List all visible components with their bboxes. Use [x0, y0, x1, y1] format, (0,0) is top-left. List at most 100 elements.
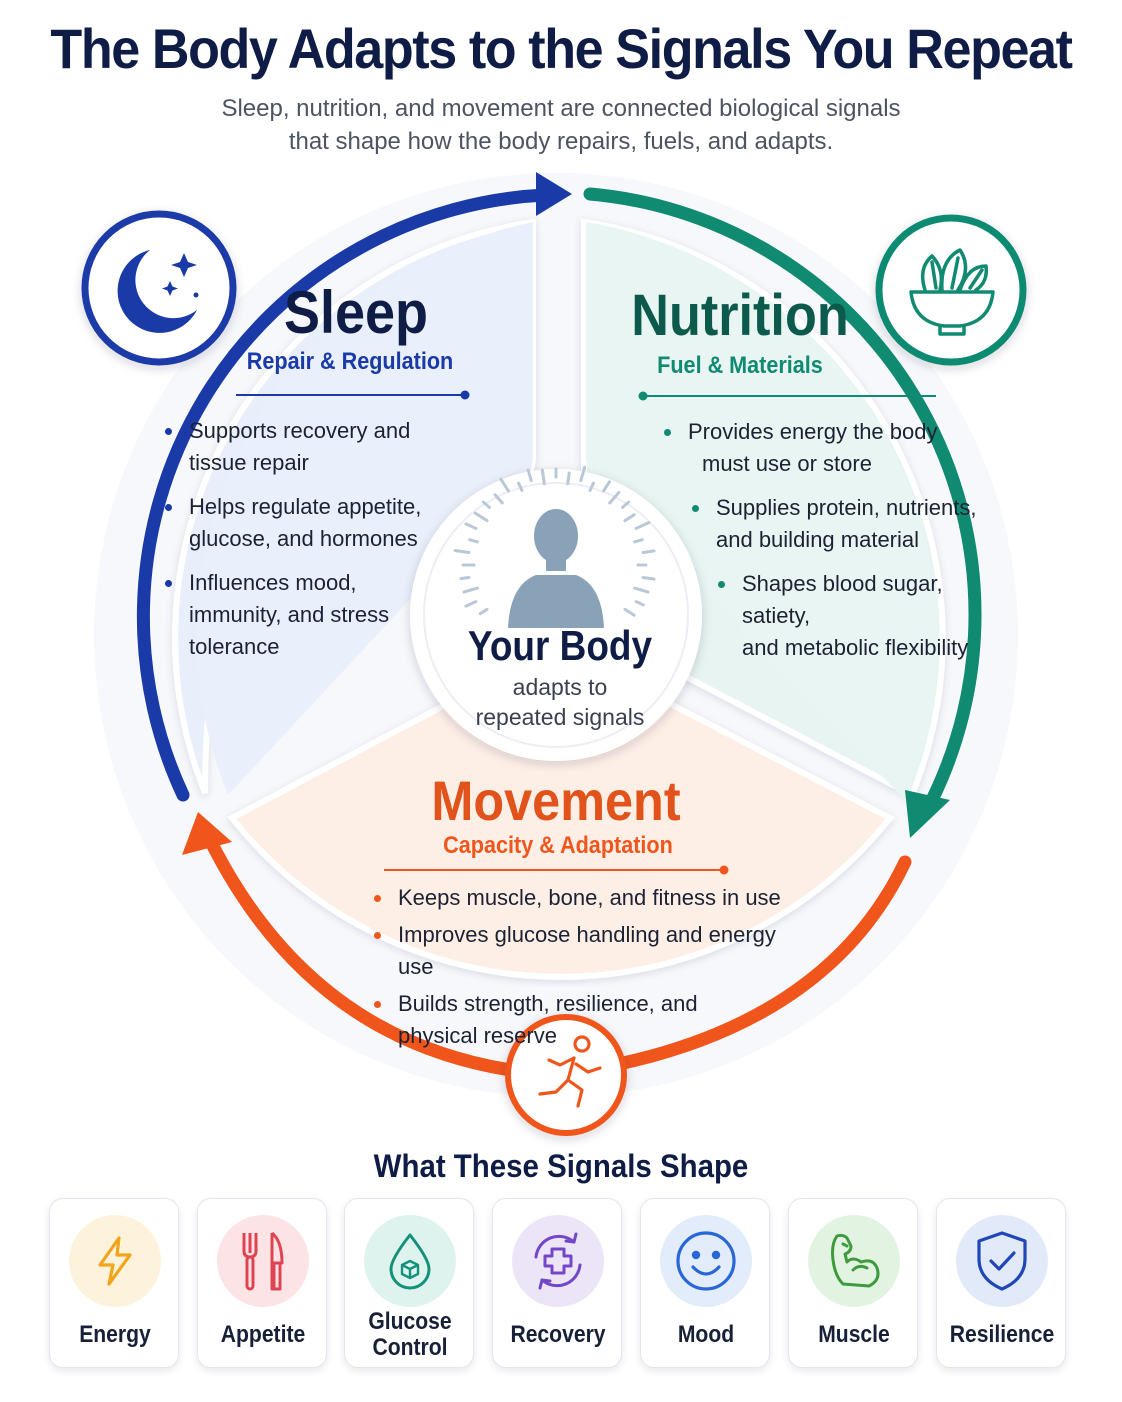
- page-title: The Body Adapts to the Signals You Repea…: [50, 17, 1073, 80]
- sleep-arrowhead: [536, 172, 572, 216]
- salad-bowl-icon: [909, 248, 995, 336]
- glucose-icon-bubble: [364, 1215, 456, 1307]
- movement-bullet: Builds strength, resilience, and physica…: [372, 988, 812, 1052]
- movement-icon-badge: [505, 1014, 627, 1136]
- ray-dash: [481, 500, 491, 509]
- card-appetite: Appetite: [197, 1198, 327, 1368]
- bullet-line: and metabolic flexibility: [742, 635, 969, 660]
- card-recovery: Recovery: [492, 1198, 622, 1368]
- ray-dash: [633, 586, 650, 594]
- ray-dash: [459, 576, 471, 581]
- ray-dash: [540, 468, 546, 486]
- bullet-line: Influences mood,: [189, 570, 357, 595]
- ray-dash: [526, 468, 533, 483]
- bullet-line: tolerance: [189, 634, 280, 659]
- sleep-bullet: Helps regulate appetite, glucose, and ho…: [163, 491, 423, 555]
- nutrition-sector-fill: [586, 222, 938, 800]
- bullet-line: Builds strength, resilience, and: [398, 991, 698, 1016]
- ray-dash: [464, 522, 478, 530]
- nutrition-bullets: Provides energy the body must use or sto…: [662, 416, 1002, 676]
- muscle-icon-bubble: [808, 1215, 900, 1307]
- card-label: Mood: [677, 1321, 735, 1348]
- bullet-line: Supplies protein, nutrients,: [716, 495, 977, 520]
- radiating-lines-icon: [453, 465, 656, 617]
- shape-section-heading: What These Signals Shape: [373, 1148, 749, 1184]
- drop-icon: [389, 1233, 431, 1290]
- sleep-bullets: Supports recovery and tissue repair Help…: [163, 415, 423, 675]
- ray-dash: [634, 521, 651, 530]
- nutrition-arrow: [583, 187, 982, 807]
- nutrition-icon-badge: [875, 214, 1027, 366]
- flexed-arm-icon: [831, 1233, 880, 1288]
- recovery-icon-bubble: [512, 1215, 604, 1307]
- center-body-node: [410, 465, 702, 761]
- card-mood: Mood: [640, 1198, 770, 1368]
- person-silhouette-icon: [508, 509, 604, 628]
- page-subtitle: Sleep, nutrition, and movement are conne…: [0, 92, 1122, 158]
- center-subtitle: adapts to repeated signals: [420, 672, 700, 732]
- bullet-line: Supports recovery and: [189, 418, 411, 443]
- ray-dash: [566, 471, 571, 486]
- lightning-icon: [98, 1236, 132, 1286]
- ray-dash: [499, 477, 510, 493]
- card-label: Glucose Control: [353, 1309, 467, 1361]
- sleep-arrow: [136, 188, 552, 802]
- mood-icon-bubble: [660, 1215, 752, 1307]
- ray-dash: [473, 511, 489, 523]
- ray-dash: [478, 607, 489, 616]
- ray-dash: [621, 500, 631, 509]
- card-label: Muscle: [818, 1321, 890, 1348]
- subtitle-line-1: Sleep, nutrition, and movement are conne…: [221, 95, 901, 122]
- ray-dash: [493, 493, 504, 505]
- nutrition-arrowhead: [905, 790, 950, 838]
- nutrition-bullet: Provides energy the body must use or sto…: [662, 416, 1002, 480]
- bullet-line: Keeps muscle, bone, and fitness in use: [398, 885, 781, 910]
- bullet-line: Helps regulate appetite,: [189, 494, 422, 519]
- sleep-divider-dot: [460, 390, 470, 400]
- ray-dash: [641, 576, 656, 581]
- card-resilience: Resilience: [936, 1198, 1066, 1368]
- ray-dash: [462, 586, 479, 594]
- shield-check-icon: [977, 1231, 1027, 1291]
- bullet-line: immunity, and stress: [189, 602, 390, 627]
- ray-dash: [608, 490, 621, 505]
- bullet-line: physical reserve: [398, 1023, 557, 1048]
- sleep-sector-fill: [196, 222, 534, 795]
- card-label-line: Glucose: [368, 1308, 452, 1335]
- movement-bullet: Keeps muscle, bone, and fitness in use: [372, 882, 812, 914]
- bullet-line: must use or store: [702, 451, 872, 476]
- nutrition-bullet: Supplies protein, nutrients, and buildin…: [690, 492, 1002, 556]
- card-label: Energy: [79, 1321, 151, 1348]
- energy-icon-bubble: [69, 1215, 161, 1307]
- bullet-line: tissue repair: [189, 450, 309, 475]
- sleep-icon-badge: [81, 210, 237, 366]
- card-label-line: Control: [372, 1334, 448, 1361]
- sleep-subtitle: Repair & Regulation: [246, 348, 454, 375]
- ray-dash: [602, 480, 612, 493]
- smile-icon: [676, 1231, 736, 1291]
- subtitle-line-2: that shape how the body repairs, fuels, …: [288, 128, 834, 155]
- card-muscle: Muscle: [788, 1198, 918, 1368]
- signals-cycle-diagram: [81, 172, 1027, 1136]
- ray-dash: [588, 481, 595, 492]
- resilience-icon-bubble: [956, 1215, 1048, 1307]
- ray-dash: [468, 538, 479, 544]
- movement-arrowhead: [182, 812, 232, 855]
- runner-icon: [538, 1035, 602, 1108]
- card-glucose-control: Glucose Control: [344, 1198, 474, 1368]
- medical-cycle-icon: [534, 1232, 582, 1290]
- center-line-2: repeated signals: [475, 704, 645, 730]
- bullet-line: and building material: [716, 527, 920, 552]
- shape-cards: Energy Appetite Glucose Control: [49, 1198, 1073, 1370]
- fork-knife-icon: [242, 1231, 284, 1291]
- ray-dash: [641, 549, 656, 554]
- movement-divider-dot: [719, 865, 729, 875]
- ray-dash: [623, 513, 636, 523]
- bullet-line: glucose, and hormones: [189, 526, 418, 551]
- bullet-line: Improves glucose handling and energy use: [398, 922, 776, 979]
- sleep-bullet: Influences mood, immunity, and stress to…: [163, 567, 423, 663]
- ray-dash: [517, 481, 524, 492]
- sleep-bullet: Supports recovery and tissue repair: [163, 415, 423, 479]
- ray-dash: [464, 600, 478, 608]
- appetite-icon-bubble: [217, 1215, 309, 1307]
